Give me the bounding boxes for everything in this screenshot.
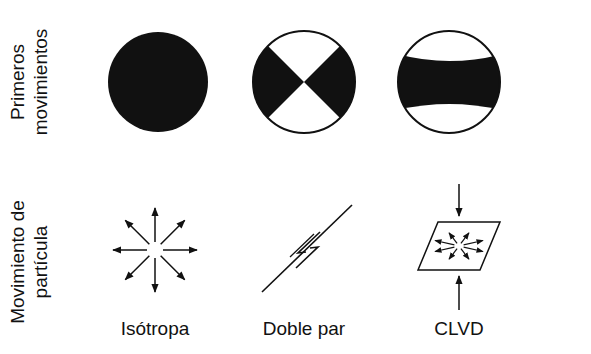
row-label: Primeros movimientos [7, 17, 53, 147]
motion-arrow [464, 247, 483, 251]
motion-arrow [449, 249, 457, 260]
motion-arrow [449, 233, 457, 244]
motion-arrow [461, 233, 469, 244]
clvd-ball [390, 20, 510, 144]
clvd-symbol [418, 184, 500, 310]
motion-arrow [125, 220, 149, 244]
row-label: Movimiento de partícula [7, 200, 53, 325]
motion-arrow [154, 258, 156, 292]
isotropic-arrows [113, 208, 197, 292]
clvd-arrows [435, 233, 483, 259]
motion-arrow [113, 249, 147, 251]
motion-arrow [435, 241, 454, 245]
isotropic-ball [108, 32, 208, 132]
fault-symbol [262, 205, 352, 292]
motion-arrow [161, 256, 185, 280]
motion-arrow [154, 208, 156, 242]
motion-arrow [461, 249, 469, 260]
motion-arrow [435, 247, 454, 251]
motion-arrow [125, 256, 149, 280]
motion-arrow [161, 220, 185, 244]
column-label: CLVD [434, 318, 483, 341]
column-label: Isótropa [121, 318, 190, 341]
double-couple-ball [240, 18, 368, 146]
motion-arrow [464, 241, 483, 245]
column-label: Doble par [263, 318, 345, 341]
motion-arrow [163, 249, 197, 251]
